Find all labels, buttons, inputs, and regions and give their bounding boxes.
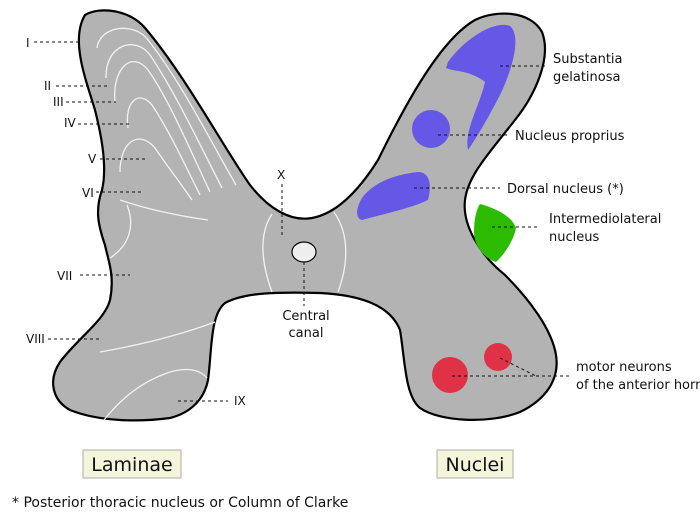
- laminae-leaders: [34, 41, 305, 402]
- nuclei-title: Nuclei: [446, 454, 505, 476]
- motor-neurons-label-line1: motor neurons: [576, 360, 672, 375]
- lamina-label-v: V: [88, 152, 97, 166]
- substantia-gelatinosa-shape: [446, 24, 516, 150]
- dorsal-nucleus-shape: [357, 172, 430, 220]
- motor-neurons-label-line2: of the anterior horn: [576, 378, 700, 393]
- nucleus-proprius-label: Nucleus proprius: [515, 129, 625, 144]
- lamina-label-vii: VII: [57, 269, 72, 283]
- intermediolateral-label-line1: Intermediolateral: [549, 212, 661, 227]
- motor-neuron-small: [484, 343, 512, 371]
- lamina-label-iv: IV: [64, 116, 77, 130]
- nuclei-labels: Substantia gelatinosa Nucleus proprius D…: [507, 52, 700, 393]
- lamina-label-x: X: [277, 168, 285, 182]
- lamina-label-ii: II: [44, 79, 51, 93]
- nucleus-proprius-shape: [412, 110, 450, 148]
- substantia-gelatinosa-label-line2: gelatinosa: [553, 70, 620, 85]
- laminae-title: Laminae: [91, 454, 172, 476]
- lamina-label-viii: VIII: [26, 332, 45, 346]
- nuclei-leaders: [414, 65, 570, 377]
- laminae-lines: [96, 27, 347, 421]
- central-canal-label-line2: canal: [289, 326, 324, 341]
- footnote: * Posterior thoracic nucleus or Column o…: [12, 495, 348, 511]
- lamina-label-vi: VI: [82, 186, 94, 200]
- central-canal-label-line1: Central: [282, 309, 329, 324]
- motor-neuron-large: [432, 357, 468, 393]
- laminae-labels: I II III IV V VI VII VIII IX X: [26, 36, 285, 408]
- substantia-gelatinosa-label-line1: Substantia: [553, 52, 623, 67]
- lamina-label-iii: III: [53, 95, 64, 109]
- intermediolateral-label-line2: nucleus: [549, 230, 599, 245]
- central-canal-shape: [291, 241, 317, 263]
- intermediolateral-nucleus-shape: [474, 204, 516, 262]
- lamina-label-ix: IX: [234, 394, 246, 408]
- laminae-title-box: Laminae: [82, 449, 182, 479]
- nuclei-title-box: Nuclei: [436, 449, 514, 479]
- dorsal-nucleus-label: Dorsal nucleus (*): [507, 182, 624, 197]
- lamina-label-i: I: [26, 36, 30, 50]
